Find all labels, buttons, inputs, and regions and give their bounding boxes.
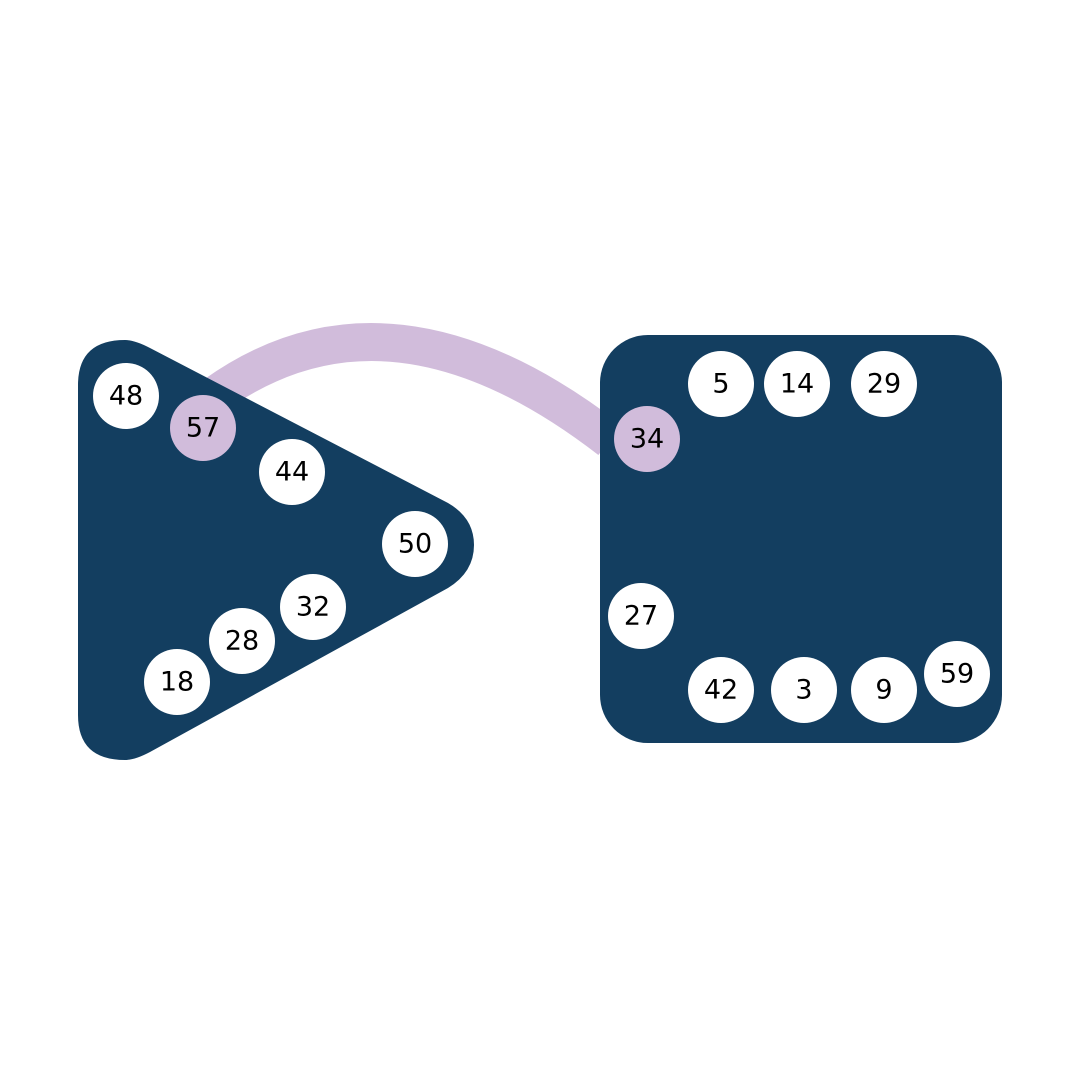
node-label: 5 xyxy=(712,369,729,400)
node-label: 3 xyxy=(795,675,812,706)
node-circle xyxy=(608,583,674,649)
node-44: 44 xyxy=(259,439,325,505)
node-circle xyxy=(93,363,159,429)
node-label: 57 xyxy=(186,413,220,444)
group-rounded-square xyxy=(600,335,1002,743)
node-label: 34 xyxy=(630,424,664,455)
node-circle xyxy=(851,351,917,417)
node-label: 27 xyxy=(624,601,658,632)
node-circle xyxy=(144,649,210,715)
node-9: 9 xyxy=(851,657,917,723)
node-label: 59 xyxy=(940,659,974,690)
node-circle xyxy=(170,395,236,461)
node-label: 44 xyxy=(275,457,309,488)
node-circle xyxy=(259,439,325,505)
node-label: 9 xyxy=(875,675,892,706)
node-circle xyxy=(851,657,917,723)
node-label: 14 xyxy=(780,369,814,400)
node-circle xyxy=(280,574,346,640)
node-circle xyxy=(924,641,990,707)
node-28: 28 xyxy=(209,608,275,674)
node-34: 34 xyxy=(614,406,680,472)
node-label: 50 xyxy=(398,529,432,560)
link-57-34 xyxy=(203,323,622,456)
node-circle xyxy=(764,351,830,417)
node-label: 28 xyxy=(225,626,259,657)
node-label: 29 xyxy=(867,369,901,400)
node-32: 32 xyxy=(280,574,346,640)
node-circle xyxy=(771,657,837,723)
node-48: 48 xyxy=(93,363,159,429)
node-label: 48 xyxy=(109,381,143,412)
node-label: 18 xyxy=(160,667,194,698)
node-42: 42 xyxy=(688,657,754,723)
node-57: 57 xyxy=(170,395,236,461)
node-50: 50 xyxy=(382,511,448,577)
node-18: 18 xyxy=(144,649,210,715)
node-label: 42 xyxy=(704,675,738,706)
node-29: 29 xyxy=(851,351,917,417)
node-14: 14 xyxy=(764,351,830,417)
node-label: 32 xyxy=(296,592,330,623)
node-27: 27 xyxy=(608,583,674,649)
node-circle xyxy=(614,406,680,472)
node-circle xyxy=(688,351,754,417)
node-circle xyxy=(688,657,754,723)
node-59: 59 xyxy=(924,641,990,707)
node-circle xyxy=(382,511,448,577)
node-3: 3 xyxy=(771,657,837,723)
node-5: 5 xyxy=(688,351,754,417)
node-circle xyxy=(209,608,275,674)
